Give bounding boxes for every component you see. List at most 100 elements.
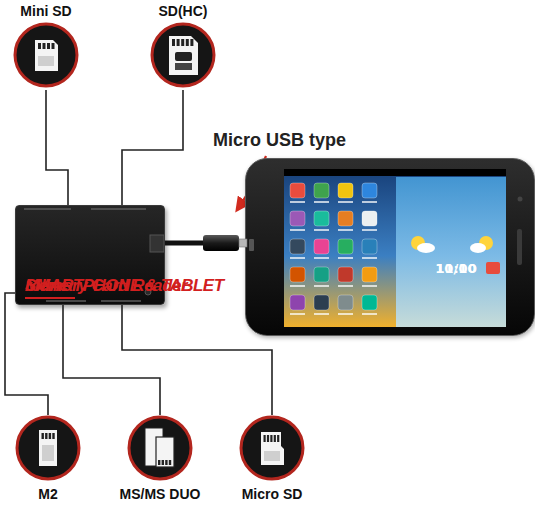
app-caption: [290, 285, 305, 287]
app-caption: [362, 201, 377, 203]
app-icon: [290, 183, 305, 198]
app-icon: [314, 267, 329, 282]
card-slot: [24, 208, 71, 210]
card-slot: [46, 300, 86, 302]
app-caption: [290, 229, 305, 231]
app-icon: [362, 211, 377, 226]
icon-circle: [15, 24, 77, 86]
card-contact: [45, 433, 47, 439]
leader-line: [5, 293, 48, 415]
app-icon: [362, 267, 377, 282]
icon-circle-art: [127, 415, 193, 481]
plug-body: [203, 235, 239, 251]
usb-plug: [203, 235, 247, 251]
card-icon: [156, 437, 174, 467]
card-contact: [169, 460, 171, 465]
card-icon-group: [169, 36, 198, 75]
card-contact: [181, 39, 184, 46]
card-contact: [190, 39, 193, 46]
app-icon: [362, 295, 377, 310]
card-slot: [91, 208, 146, 210]
card-type-label: M2: [3, 485, 93, 503]
phone-art: [246, 159, 534, 335]
app-caption: [314, 257, 329, 259]
card-contact: [43, 43, 46, 49]
app-icon: [338, 267, 353, 282]
leader-line: [122, 90, 183, 205]
card-type-label: Mini SD: [1, 2, 91, 20]
status-bar: [284, 169, 506, 176]
earpiece: [517, 229, 522, 265]
app-icon: [338, 183, 353, 198]
app-icon: [314, 239, 329, 254]
app-icon: [338, 295, 353, 310]
icon-circle: [17, 417, 79, 479]
card-logo: [175, 63, 192, 70]
icon-circle-art: [239, 415, 305, 481]
card-label: [264, 451, 280, 461]
card-icon-group: [39, 430, 57, 466]
card-icon-group: [261, 432, 284, 465]
card-contact: [162, 460, 164, 465]
icon-circle-art: [13, 22, 79, 88]
card-type-label: SD(HC): [138, 2, 228, 20]
app-icon: [338, 239, 353, 254]
app-caption: [338, 229, 353, 231]
app-caption: [314, 313, 329, 315]
app-caption: [362, 229, 377, 231]
app-caption: [362, 313, 377, 315]
card-reader: SMARTPHONE & TABLETMemory Card Readerrol…: [15, 205, 165, 305]
app-icon: [290, 211, 305, 226]
app-caption: [290, 257, 305, 259]
front-camera: [518, 197, 523, 202]
card-type-label: MS/MS DUO: [115, 485, 205, 503]
card-logo: [175, 52, 192, 61]
app-icon: [290, 267, 305, 282]
card-contact: [158, 460, 160, 465]
card-icon: [261, 432, 284, 465]
cable-exit: [150, 235, 164, 252]
card-contact: [270, 435, 272, 442]
weather-cloud: [417, 243, 435, 253]
card-icon: [169, 36, 198, 75]
app-caption: [338, 201, 353, 203]
card-contact: [52, 43, 55, 49]
brand-logo: roline: [25, 276, 68, 296]
card-contact: [52, 433, 54, 439]
app-caption: [338, 257, 353, 259]
icon-circle: [241, 417, 303, 479]
app-icon: [314, 211, 329, 226]
card-contact: [42, 433, 44, 439]
card-type-label: Micro SD: [227, 485, 317, 503]
app-caption: [338, 285, 353, 287]
usb-cable: [165, 241, 245, 246]
app-caption: [290, 201, 305, 203]
app-caption: [338, 313, 353, 315]
card-contact: [47, 43, 50, 49]
card-icon: [39, 430, 57, 466]
app-icon: [314, 183, 329, 198]
leader-line: [63, 305, 160, 415]
phone-screen: [284, 169, 506, 327]
app-icon: [362, 183, 377, 198]
app-caption: [362, 257, 377, 259]
app-caption: [314, 229, 329, 231]
app-caption: [314, 285, 329, 287]
card-slot-icon: M2: [3, 415, 93, 503]
callout-label: Micro USB type: [213, 130, 346, 151]
card-slot-icon: Mini SD: [1, 2, 91, 90]
app-icon: [290, 295, 305, 310]
card-contact: [172, 39, 175, 46]
app-caption: [362, 285, 377, 287]
card-slot-icon: Micro SD: [227, 415, 317, 503]
icon-circle-art: [15, 415, 81, 481]
date-badge: [486, 262, 500, 274]
app-icon: [338, 211, 353, 226]
card-slot: [101, 300, 141, 302]
clock-date: 11/10: [431, 261, 481, 277]
logo-underline: [25, 297, 75, 299]
smartphone: 10:0011/10: [245, 158, 535, 336]
weather-cloud: [470, 243, 486, 253]
card-contact: [49, 433, 51, 439]
icon-circle: [152, 24, 214, 86]
